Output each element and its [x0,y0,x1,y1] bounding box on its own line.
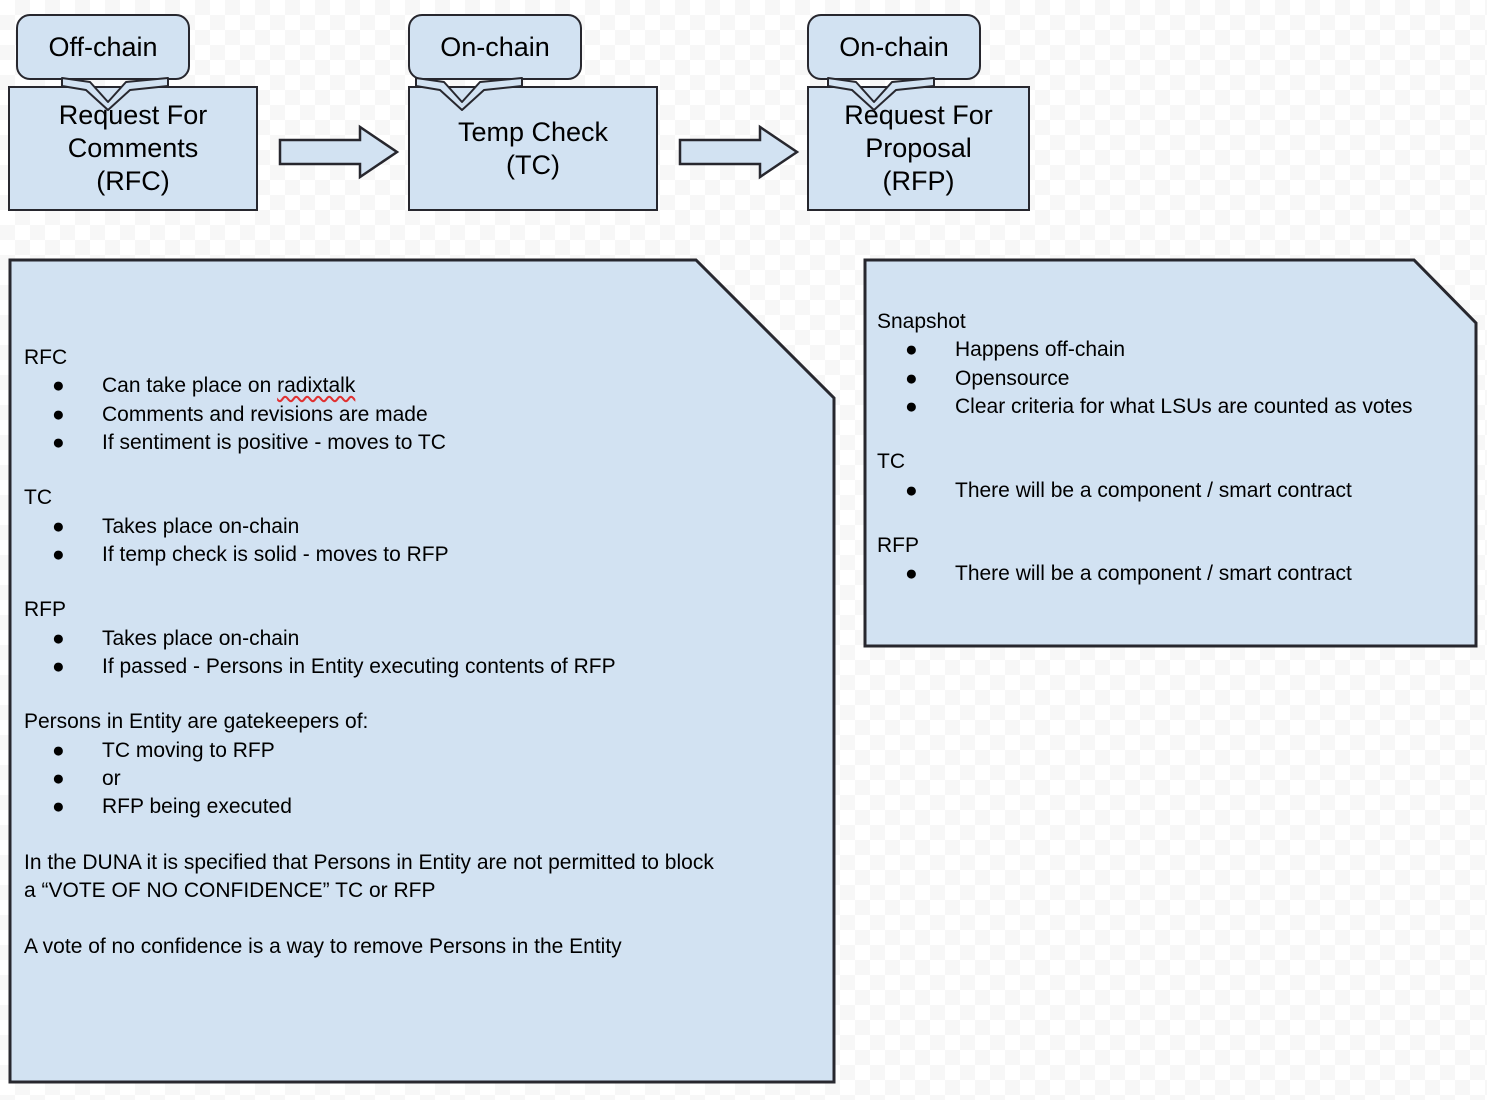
list-item: ● or [24,765,814,793]
list-item-text: TC moving to RFP [102,738,275,762]
list-item: ● Takes place on-chain [24,513,814,541]
callout-label: On-chain [839,31,949,62]
section-heading: Snapshot [877,310,966,333]
list-item: ● Clear criteria for what LSUs are count… [877,393,1487,421]
section-heading: Persons in Entity are gatekeepers of: [24,710,369,734]
spacer [24,457,814,484]
list-item-text: Happens off-chain [955,338,1126,362]
bullet-dot: ● [52,795,65,819]
section-gatekeepers: Persons in Entity are gatekeepers of: ● … [24,708,814,821]
section-rfp: RFP ● There will be a component / smart … [877,532,1467,589]
list-item: ● If sentiment is positive - moves to TC [24,429,814,457]
list-item-text: Can take place on radixtalk [102,374,356,398]
spacer [24,822,814,849]
left-panel-text: RFC ● Can take place on radixtalk ● Comm… [24,344,814,961]
right-panel-text: Snapshot ● Happens off-chain ● Opensourc… [877,308,1467,589]
list-item-text: There will be a component / smart contra… [955,478,1352,502]
list-item: ● Happens off-chain [877,336,1467,364]
spacer [877,505,1467,532]
bullet-dot: ● [905,395,918,419]
bullet-dot: ● [52,626,65,650]
list-item-text: Takes place on-chain [102,626,300,650]
bullet-dot: ● [905,338,918,362]
process-box-rfp: Request For Proposal (RFP) [807,86,1030,211]
spacer [24,569,814,596]
list-item-text: If passed - Persons in Entity executing … [102,655,616,679]
bullet-dot: ● [52,514,65,538]
list-item: ● If temp check is solid - moves to RFP [24,541,814,569]
left-panel-shape [8,258,836,1084]
list-item: ● There will be a component / smart cont… [877,560,1467,588]
callout-label: Off-chain [48,31,158,62]
bullet-list: ● TC moving to RFP ● or ● RFP being exec… [24,737,814,822]
bullet-dot: ● [905,562,918,586]
bullet-dot: ● [52,543,65,567]
section-heading: RFP [24,598,66,622]
bullet-dot: ● [52,655,65,679]
section-rfp: RFP ● Takes place on-chain ● If passed -… [24,596,814,681]
bullet-dot: ● [52,431,65,455]
list-item-text: If sentiment is positive - moves to TC [102,431,446,455]
list-item: ● Takes place on-chain [24,625,814,653]
right-detail-panel: Snapshot ● Happens off-chain ● Opensourc… [863,258,1478,648]
list-item: ● There will be a component / smart cont… [877,477,1467,505]
bullet-dot: ● [905,366,918,390]
callout-tail-tc [415,77,523,111]
callout-tail-rfp [827,77,935,111]
callout-label: On-chain [440,31,550,62]
process-box-rfc: Request For Comments (RFC) [8,86,258,211]
process-box-tc: Temp Check (TC) [408,86,658,211]
spacer [24,906,814,933]
list-item-text: Opensource [955,366,1070,390]
paragraph-vote-of-no-confidence: A vote of no confidence is a way to remo… [24,934,622,958]
right-panel-shape [863,258,1478,648]
section-snapshot: Snapshot ● Happens off-chain ● Opensourc… [877,308,1467,421]
section-tc: TC ● There will be a component / smart c… [877,448,1467,505]
bullet-list: ● There will be a component / smart cont… [877,477,1467,505]
callout-off-chain-rfc: Off-chain [16,14,190,80]
list-item-text: or [102,767,121,791]
bullet-list: ● Takes place on-chain ● If temp check i… [24,513,814,570]
bullet-list: ● Takes place on-chain ● If passed - Per… [24,625,814,682]
spacer [24,681,814,708]
bullet-dot: ● [52,374,65,398]
callout-on-chain-tc: On-chain [408,14,582,80]
list-item: ● Opensource [877,365,1467,393]
list-item-text: If temp check is solid - moves to RFP [102,543,449,567]
list-item-text: Clear criteria for what LSUs are counted… [955,395,1413,419]
bullet-dot: ● [52,402,65,426]
misspelled-word: radixtalk [277,374,356,398]
bullet-dot: ● [52,738,65,762]
process-box-label: Request For Comments (RFC) [58,100,208,196]
list-item-text: Takes place on-chain [102,514,300,538]
arrow-tc-to-rfp [678,124,800,180]
spacer [877,421,1467,448]
section-heading: RFP [877,534,919,558]
bullet-dot: ● [52,767,65,791]
process-box-label: Temp Check (TC) [457,116,609,180]
process-box-label: Request For Proposal (RFP) [844,100,993,196]
list-item: ● If passed - Persons in Entity executin… [24,653,814,681]
bullet-list: ● Can take place on radixtalk ● Comments… [24,372,814,457]
callout-tail-rfc [61,77,169,111]
section-heading: TC [24,486,52,510]
bullet-list: ● Happens off-chain ● Opensource ● Clear… [877,336,1467,421]
list-item: ● TC moving to RFP [24,737,814,765]
section-tc: TC ● Takes place on-chain ● If temp chec… [24,484,814,569]
list-item-text: Comments and revisions are made [102,402,428,426]
list-item-text: There will be a component / smart contra… [955,562,1352,586]
list-item: ● Can take place on radixtalk [24,372,814,400]
bullet-list: ● There will be a component / smart cont… [877,560,1467,588]
left-detail-panel: RFC ● Can take place on radixtalk ● Comm… [8,258,836,1084]
section-heading: RFC [24,346,68,369]
section-rfc: RFC ● Can take place on radixtalk ● Comm… [24,344,814,457]
section-heading: TC [877,450,905,474]
list-item-text: RFP being executed [102,795,292,819]
paragraph-duna: In the DUNA it is specified that Persons… [24,850,714,903]
arrow-rfc-to-tc [278,124,400,180]
callout-on-chain-rfp: On-chain [807,14,981,80]
list-item: ● Comments and revisions are made [24,401,814,429]
list-item: ● RFP being executed [24,793,814,821]
bullet-dot: ● [905,478,918,502]
